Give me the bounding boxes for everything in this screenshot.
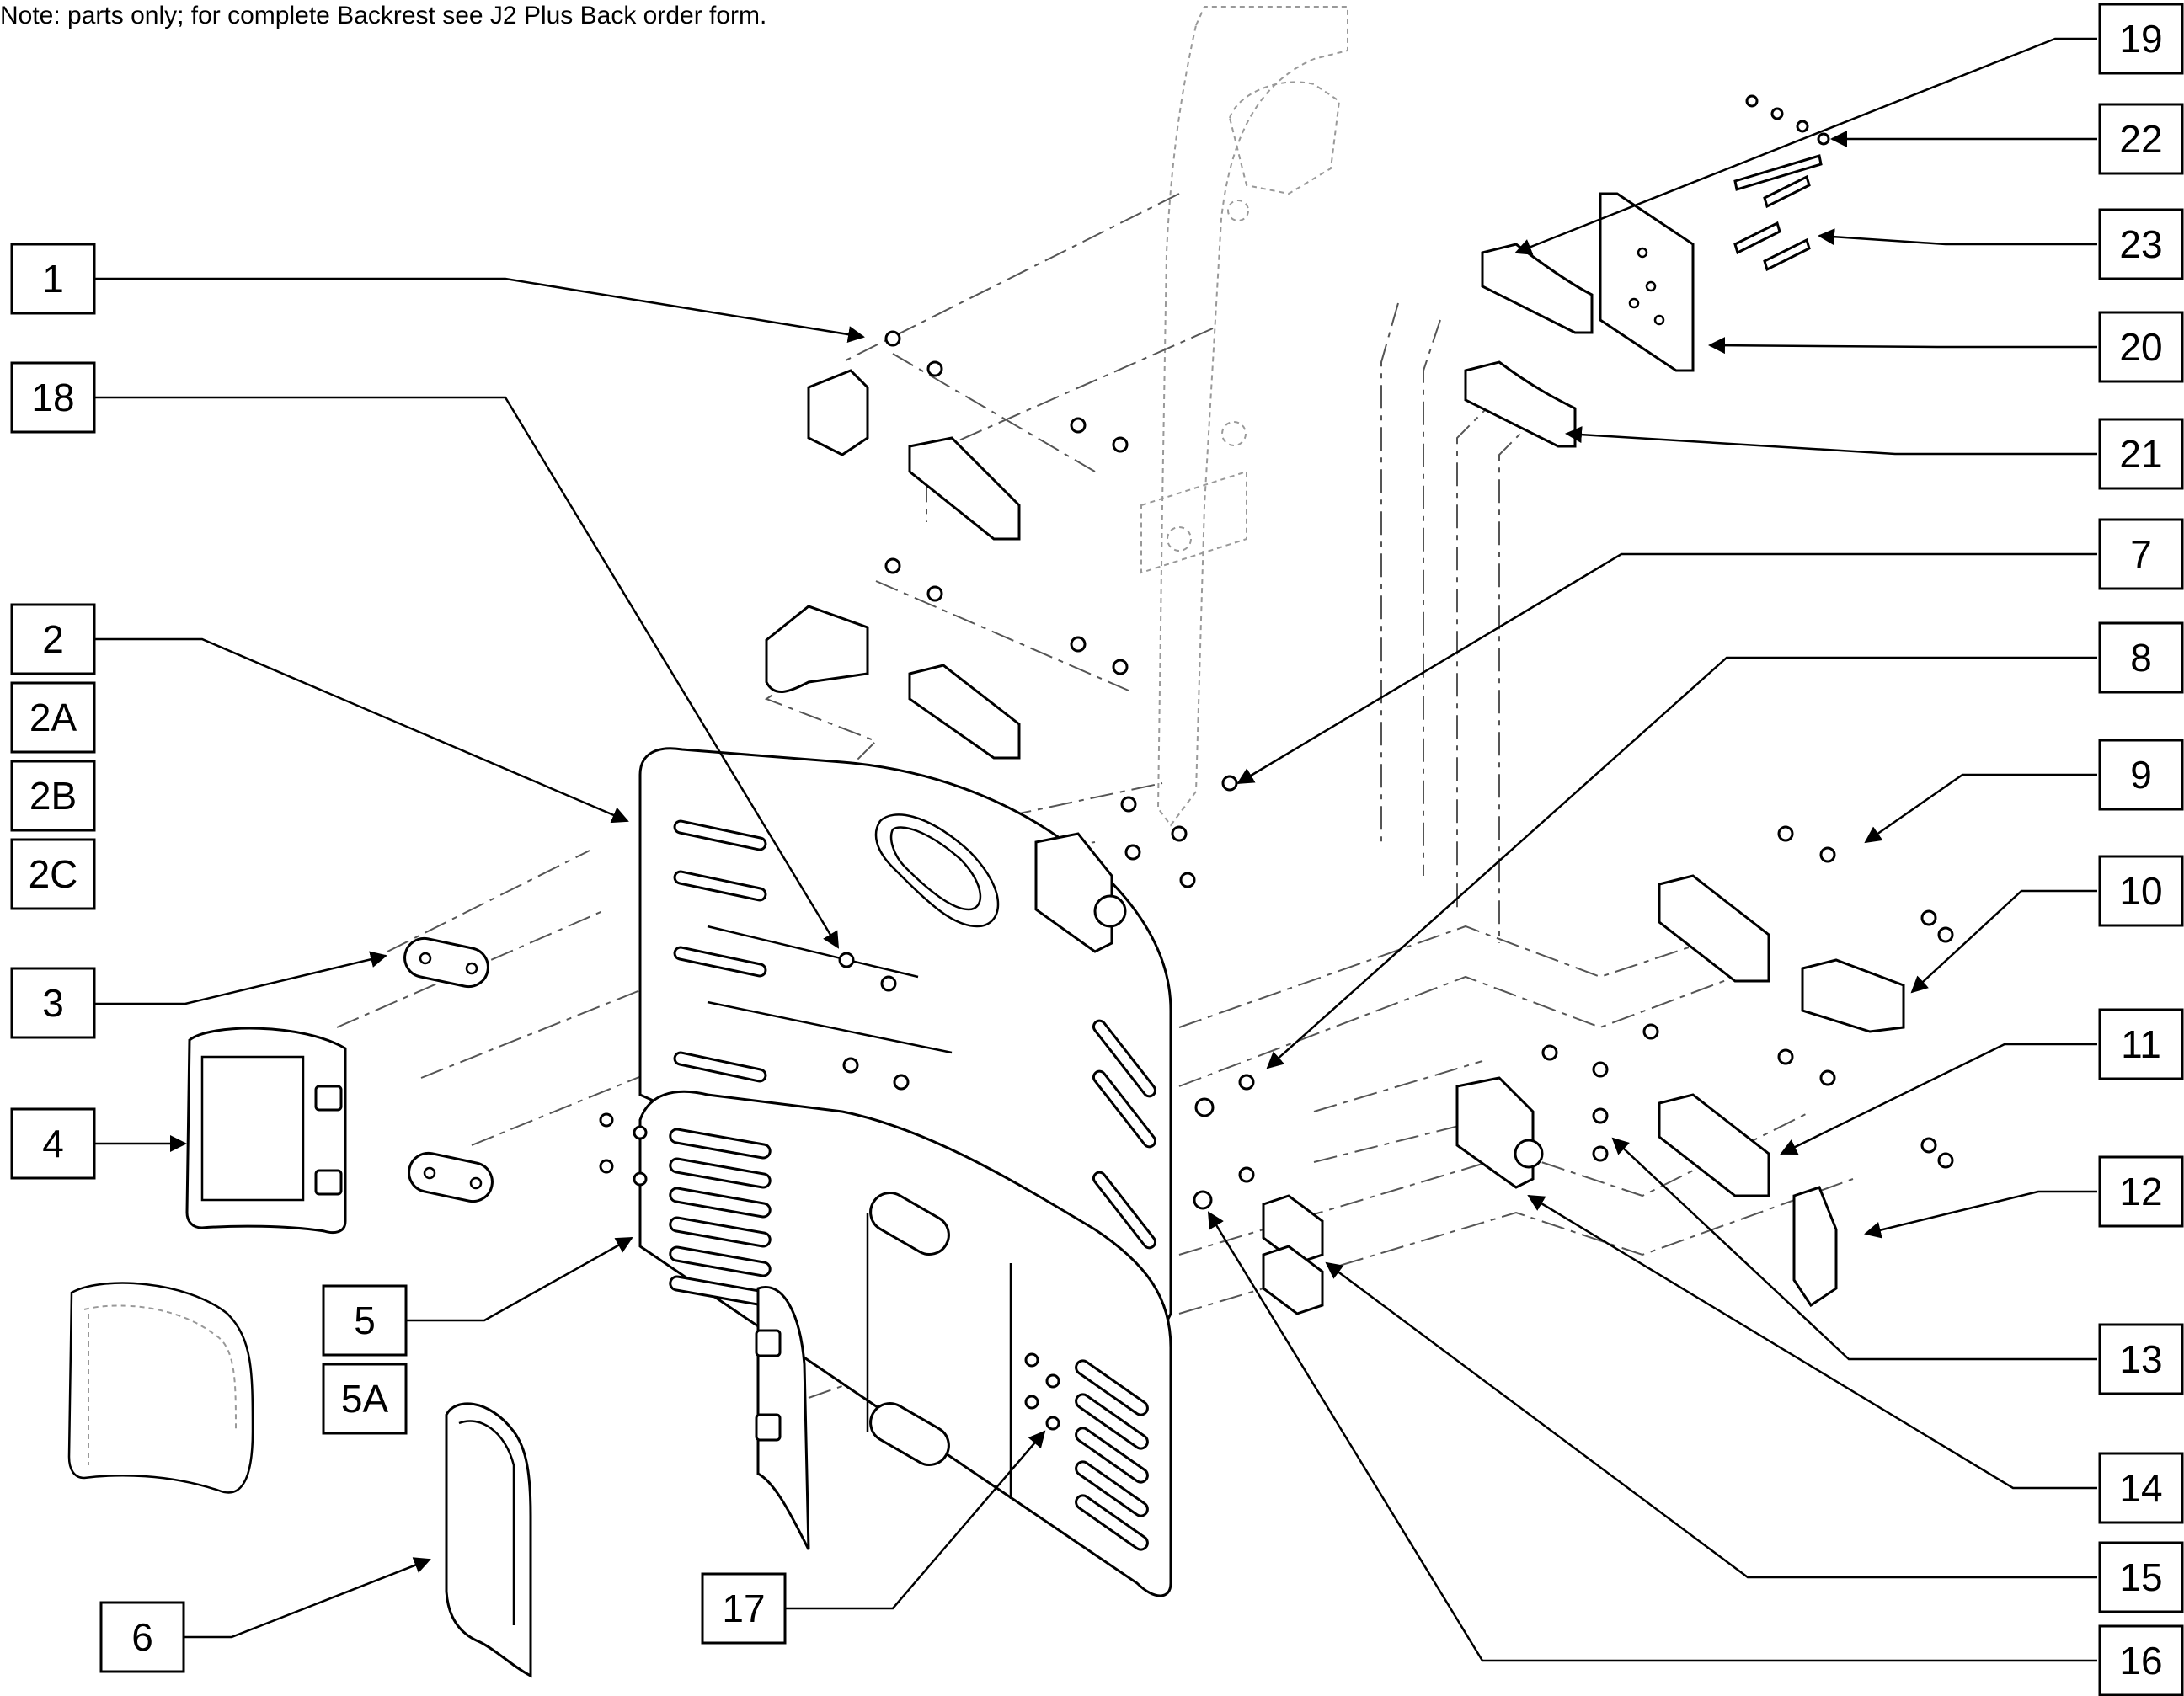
callout-label: 10 [2119, 869, 2162, 913]
callout-label: 5 [354, 1299, 376, 1342]
callout-label: 2A [29, 696, 77, 739]
callout-label: 6 [131, 1615, 153, 1659]
callout-20: 20 [2098, 311, 2184, 383]
callout-label: 1 [42, 257, 64, 301]
callout-14: 14 [2098, 1452, 2184, 1524]
callout-label: 18 [31, 376, 74, 419]
callout-box [10, 838, 96, 910]
callout-label: 3 [42, 981, 64, 1025]
callout-box [10, 681, 96, 754]
lower-panel [638, 1090, 1172, 1597]
callout-box [2098, 103, 2184, 175]
callout-label: 16 [2119, 1639, 2162, 1683]
clamp-plates [403, 936, 950, 1466]
callout-box [701, 1572, 787, 1645]
callout-8: 8 [2098, 621, 2184, 694]
callout-box [2098, 1008, 2184, 1080]
callout-box [10, 243, 96, 315]
callout-label: 17 [722, 1587, 765, 1630]
callout-label: 12 [2119, 1170, 2162, 1213]
callout-16: 16 [2098, 1624, 2184, 1696]
callout-21: 21 [2098, 418, 2184, 490]
callout-box [2098, 621, 2184, 694]
callout-label: 11 [2121, 1022, 2161, 1066]
callout-9: 9 [2098, 739, 2184, 811]
callout-4: 4 [10, 1107, 96, 1180]
callout-box [99, 1601, 185, 1673]
callout-22: 22 [2098, 103, 2184, 175]
frame-outline [1140, 6, 1348, 827]
callout-6: 6 [99, 1601, 185, 1673]
callout-13: 13 [2098, 1323, 2184, 1395]
top-brackets [765, 369, 1127, 953]
callout-box [10, 603, 96, 675]
callout-label: 9 [2130, 753, 2152, 797]
callout-2b: 2B [10, 760, 96, 832]
callout-label: 2C [29, 852, 78, 896]
right-brackets [1193, 874, 1905, 1315]
callout-7: 7 [2098, 518, 2184, 590]
callout-label: 15 [2119, 1555, 2162, 1599]
callout-box [10, 1107, 96, 1180]
callout-label: 13 [2119, 1337, 2162, 1381]
callout-2c: 2C [10, 838, 96, 910]
callout-box [2098, 739, 2184, 811]
callout-label: 5A [341, 1377, 389, 1421]
callout-15: 15 [2098, 1541, 2184, 1613]
callout-boxes: 1 18 2 2A 2B 2C 3 4 5 5A 6 17 19 22 23 20 21 7 8 9 10 11 12 13 1… [10, 3, 2184, 1696]
parts-note: Note: parts only; for complete Backrest … [0, 2, 767, 29]
callout-box [322, 1284, 408, 1357]
callout-box [2098, 418, 2184, 490]
callout-18: 18 [10, 361, 96, 434]
callout-1: 1 [10, 243, 96, 315]
callout-label: 7 [2130, 532, 2152, 576]
callout-2a: 2A [10, 681, 96, 754]
callout-box [10, 361, 96, 434]
pad-4 [185, 1027, 347, 1234]
mount-plates [1464, 192, 1695, 448]
callout-box [2098, 1541, 2184, 1613]
callout-19: 19 [2098, 3, 2184, 75]
callout-box [2098, 311, 2184, 383]
callout-5: 5 [322, 1284, 408, 1357]
callout-box [2098, 518, 2184, 590]
callout-11: 11 [2098, 1008, 2184, 1080]
callout-label: 21 [2119, 432, 2162, 476]
callout-label: 8 [2130, 636, 2152, 680]
callout-17: 17 [701, 1572, 787, 1645]
leader-lines [93, 37, 2097, 1662]
callout-box [2098, 1624, 2184, 1696]
callout-label: 23 [2119, 222, 2162, 266]
callout-label: 14 [2119, 1466, 2162, 1510]
callout-10: 10 [2098, 855, 2184, 927]
screws [599, 94, 1954, 1431]
callout-label: 19 [2119, 17, 2162, 61]
pad-6 [445, 1402, 532, 1678]
callout-label: 4 [42, 1122, 64, 1165]
callout-box [2098, 855, 2184, 927]
callout-box [2098, 1452, 2184, 1524]
callout-3: 3 [10, 967, 96, 1039]
callout-box [2098, 3, 2184, 75]
callout-label: 2B [29, 774, 77, 818]
side-flap [755, 1286, 810, 1550]
callout-5a: 5A [322, 1363, 408, 1435]
callout-12: 12 [2098, 1155, 2184, 1228]
pad-outline [67, 1282, 254, 1494]
callout-23: 23 [2098, 208, 2184, 280]
callout-box [2098, 208, 2184, 280]
callout-box [2098, 1155, 2184, 1228]
callout-box [322, 1363, 408, 1435]
callout-label: 20 [2119, 325, 2162, 369]
callout-label: 22 [2119, 117, 2162, 161]
callout-2: 2 [10, 603, 96, 675]
callout-box [10, 760, 96, 832]
callout-label: 2 [42, 617, 64, 661]
callout-box [2098, 1323, 2184, 1395]
callout-box [10, 967, 96, 1039]
